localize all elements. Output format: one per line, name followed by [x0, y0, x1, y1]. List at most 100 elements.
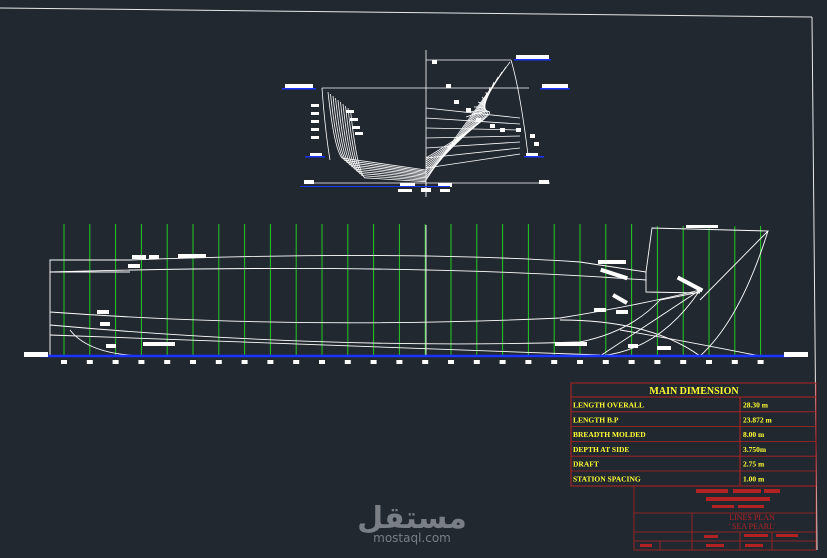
- station-tag: [602, 360, 609, 364]
- label-tag: [598, 260, 626, 264]
- waterline-tag: [311, 112, 319, 115]
- station-tag: [344, 360, 351, 364]
- label-tag: [628, 344, 638, 348]
- forecastle-bulwark: [645, 227, 770, 301]
- aft-section-curve: [347, 107, 427, 181]
- fwd-section-curve: [425, 91, 487, 169]
- station-tag: [499, 360, 506, 364]
- tb-mark: [706, 544, 724, 547]
- body-side-left: [321, 87, 331, 161]
- main-dimension-title: MAIN DIMENSION: [649, 386, 739, 397]
- label-tag: [132, 255, 146, 259]
- fwd-waterline: [425, 107, 521, 119]
- aft-section-curve: [332, 95, 427, 173]
- station-tag: [448, 360, 454, 364]
- label-tag: [178, 254, 206, 258]
- waterline-diag: [49, 334, 601, 356]
- label-tag: [128, 264, 140, 268]
- profile-labels: [24, 225, 808, 357]
- aft-section-curve: [335, 97, 427, 175]
- label-tag: [594, 308, 606, 312]
- dimension-value: 3.750m: [743, 445, 767, 454]
- body-plan-blue-marks: [282, 59, 570, 187]
- drawing-title: LINES PLAN: [729, 513, 775, 522]
- label-tag: [440, 189, 450, 192]
- dimension-value: 2.75 m: [743, 460, 765, 469]
- station-number-tags: [61, 360, 764, 364]
- station-tag: [577, 360, 583, 364]
- diag-line: [599, 289, 701, 357]
- station-tag: [551, 360, 558, 364]
- waterline-tag: [454, 100, 459, 104]
- title-block-frame: [633, 485, 817, 551]
- tb-mark: [640, 544, 652, 547]
- tb-mark: [744, 534, 768, 537]
- station-tag: [473, 360, 480, 364]
- label-tag: [542, 84, 568, 88]
- buttock-fore-3: [599, 289, 701, 357]
- label-tag: [555, 342, 587, 346]
- waterline-tag: [490, 124, 495, 128]
- waterline-tag: [446, 84, 451, 88]
- dimension-label: LENGTH B.P: [573, 415, 619, 424]
- tb-mark: [738, 505, 764, 508]
- aft-section-curve: [330, 93, 427, 172]
- station-tag: [706, 360, 712, 364]
- label-tag: [516, 55, 549, 59]
- label-tag: [24, 352, 48, 357]
- label-tag: [400, 183, 415, 187]
- body-plan: [305, 50, 550, 197]
- station-tag: [370, 360, 377, 364]
- waterline-tag: [500, 128, 505, 132]
- station-tag: [61, 360, 67, 364]
- stem-profile: [699, 230, 769, 357]
- waterline-tag: [311, 136, 319, 139]
- aft-section-curve: [340, 101, 427, 177]
- blue-mark: [524, 156, 544, 158]
- aft-section-curve: [350, 109, 427, 183]
- waterline-tag: [534, 142, 539, 146]
- body-side-right: [510, 59, 529, 156]
- label-tag: [539, 180, 549, 184]
- label-tag: [600, 267, 628, 281]
- fwd-section-curves: [425, 61, 521, 181]
- deck-line: [49, 267, 647, 281]
- label-tag: [304, 180, 314, 184]
- aft-section-curve: [345, 105, 427, 180]
- dimension-label: BREADTH MOLDED: [573, 430, 646, 439]
- waterline-tag: [466, 108, 471, 112]
- buttock-fore-1: [559, 319, 701, 357]
- title-block-marks: [640, 489, 798, 547]
- station-tag: [215, 360, 222, 364]
- blue-mark: [514, 59, 551, 61]
- watermark-arabic: مستقل: [357, 501, 467, 536]
- label-tag: [616, 310, 628, 314]
- label-tag: [310, 153, 322, 157]
- fwd-waterline: [425, 117, 521, 125]
- station-tag: [396, 360, 403, 364]
- station-tag: [757, 360, 764, 364]
- station-tag: [138, 360, 145, 364]
- waterline-tag: [516, 128, 521, 132]
- station-tag: [525, 360, 532, 364]
- stem-step: [645, 272, 701, 294]
- tb-mark: [706, 497, 770, 501]
- aft-section-curve: [327, 91, 427, 171]
- buttock-1: [49, 289, 701, 324]
- dimension-label: DEPTH AT SIDE: [573, 445, 629, 454]
- dimension-label: LENGTH OVERALL: [573, 401, 644, 410]
- waterline-tag: [311, 104, 319, 107]
- label-tag: [526, 153, 538, 157]
- tb-mark: [745, 544, 763, 547]
- profile-view: [49, 225, 770, 357]
- dimension-value: 23.872 m: [743, 415, 773, 424]
- label-tag: [100, 322, 110, 326]
- label-tag: [612, 293, 628, 305]
- fwd-section-curve: [425, 81, 495, 173]
- dimension-label: DRAFT: [573, 460, 599, 469]
- station-tag: [654, 360, 661, 364]
- label-tag: [106, 344, 116, 348]
- label-tag: [686, 225, 718, 228]
